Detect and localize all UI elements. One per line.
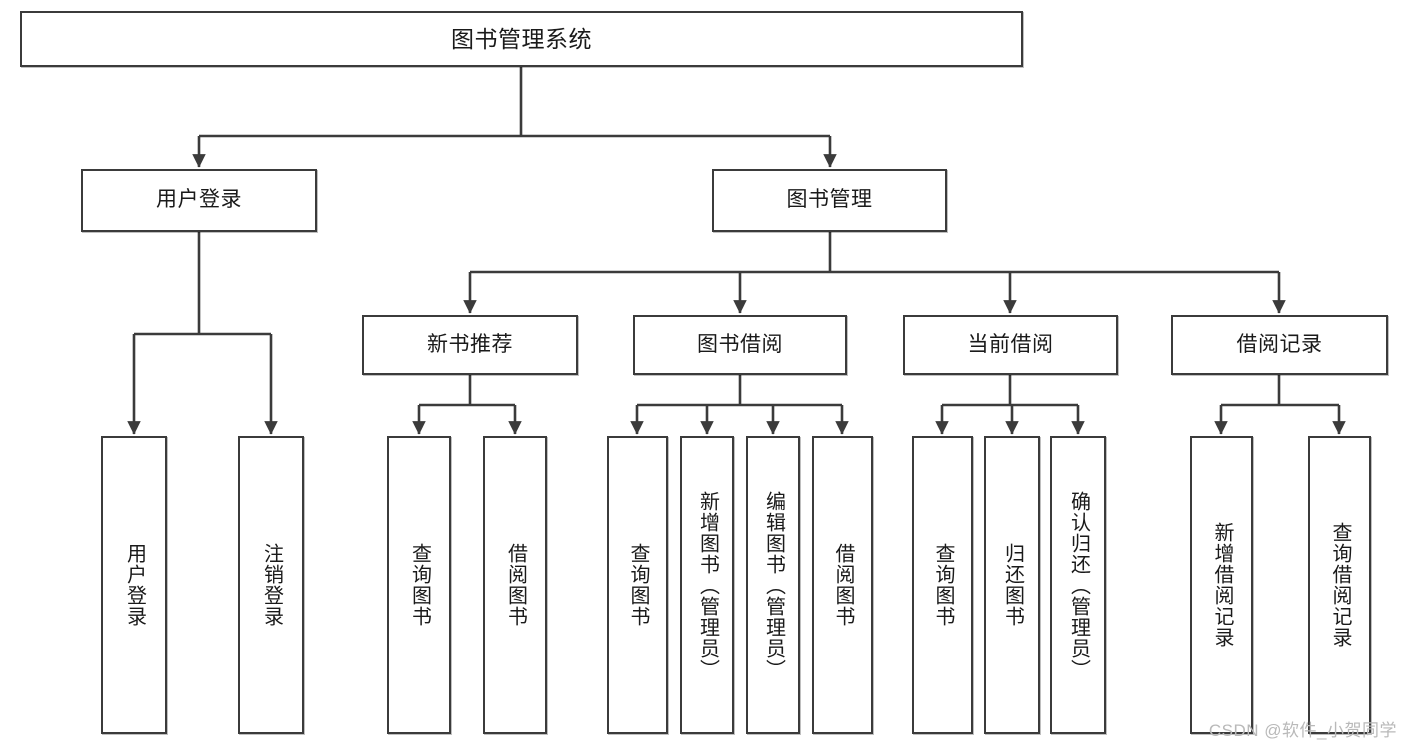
leaf-query-book-3-label: 查询图书 [932, 543, 954, 627]
node-book-manage-label: 图书管理 [786, 188, 873, 212]
leaf-borrow-book-1[interactable]: 借阅图书 [483, 436, 547, 734]
node-user-login-label: 用户登录 [156, 188, 242, 212]
leaf-add-record[interactable]: 新增借阅记录 [1190, 436, 1253, 734]
node-current-borrow[interactable]: 当前借阅 [903, 315, 1118, 375]
leaf-add-book-label: 新增图书（管理员） [696, 490, 719, 680]
node-book-borrow-label: 图书借阅 [697, 332, 783, 356]
node-root-label: 图书管理系统 [451, 25, 592, 52]
node-user-login[interactable]: 用户登录 [81, 169, 317, 232]
node-current-borrow-label: 当前借阅 [967, 332, 1054, 356]
leaf-add-record-label: 新增借阅记录 [1211, 522, 1233, 648]
node-borrow-record-label: 借阅记录 [1236, 332, 1323, 356]
leaf-return-book[interactable]: 归还图书 [984, 436, 1040, 734]
leaf-borrow-book-1-label: 借阅图书 [504, 543, 527, 627]
leaf-add-book[interactable]: 新增图书（管理员） [680, 436, 734, 734]
node-root-system[interactable]: 图书管理系统 [20, 11, 1023, 67]
leaf-query-record-label: 查询借阅记录 [1329, 522, 1351, 648]
leaf-query-book-2-label: 查询图书 [627, 543, 649, 627]
leaf-user-login-label: 用户登录 [123, 543, 146, 627]
node-borrow-record[interactable]: 借阅记录 [1171, 315, 1388, 375]
leaf-edit-book-label: 编辑图书（管理员） [762, 490, 785, 680]
leaf-user-login[interactable]: 用户登录 [101, 436, 167, 734]
leaf-query-record[interactable]: 查询借阅记录 [1308, 436, 1371, 734]
leaf-borrow-book-2[interactable]: 借阅图书 [812, 436, 873, 734]
leaf-confirm-return-label: 确认归还（管理员） [1067, 490, 1090, 680]
leaf-query-book-1[interactable]: 查询图书 [387, 436, 451, 734]
leaf-query-book-1-label: 查询图书 [408, 543, 431, 627]
node-new-book-recommend[interactable]: 新书推荐 [362, 315, 578, 375]
leaf-edit-book[interactable]: 编辑图书（管理员） [746, 436, 800, 734]
leaf-confirm-return[interactable]: 确认归还（管理员） [1050, 436, 1106, 734]
leaf-logout[interactable]: 注销登录 [238, 436, 304, 734]
node-book-borrow[interactable]: 图书借阅 [633, 315, 847, 375]
leaf-query-book-3[interactable]: 查询图书 [912, 436, 973, 734]
leaf-borrow-book-2-label: 借阅图书 [832, 543, 854, 627]
node-new-book-recommend-label: 新书推荐 [427, 332, 513, 356]
leaf-query-book-2[interactable]: 查询图书 [607, 436, 668, 734]
leaf-return-book-label: 归还图书 [1001, 543, 1024, 627]
leaf-logout-label: 注销登录 [260, 543, 283, 627]
node-book-manage[interactable]: 图书管理 [712, 169, 947, 232]
